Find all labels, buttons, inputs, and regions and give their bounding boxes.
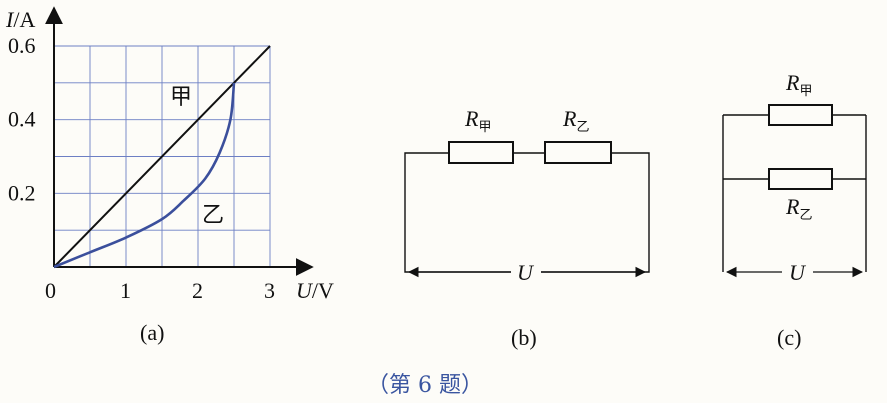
series-yi-curve xyxy=(53,82,236,269)
x-tick-label: 2 xyxy=(192,278,203,303)
x-tick-labels: 1 2 3 xyxy=(120,278,275,303)
voltage-label-b: U xyxy=(517,260,535,285)
voltage-label-c: U xyxy=(789,260,807,285)
caption-a: (a) xyxy=(140,320,164,345)
resistor-yi-c xyxy=(768,168,833,190)
resistor-yi-c-label: R乙 xyxy=(785,194,812,223)
x-axis-label: U/V xyxy=(296,278,334,303)
resistor-yi-b-label: R乙 xyxy=(562,106,589,135)
resistor-jia-b xyxy=(448,141,514,164)
series-jia-label: 甲 xyxy=(170,85,192,110)
resistor-jia-c xyxy=(768,104,833,126)
origin-label: 0 xyxy=(45,278,56,303)
x-tick-label: 3 xyxy=(264,278,275,303)
series-circuit-panel: R甲 R乙 U (b) xyxy=(404,106,650,350)
caption-b: (b) xyxy=(511,325,537,350)
y-tick-label: 0.6 xyxy=(8,33,36,58)
voltage-label-gap-c xyxy=(782,262,813,282)
y-axis-label: I/A xyxy=(5,7,35,32)
series-circuit-wire xyxy=(404,152,650,273)
y-tick-labels: 0.2 0.4 0.6 xyxy=(8,33,36,205)
resistor-yi-b xyxy=(544,141,612,164)
series-yi-label: 乙 xyxy=(202,203,224,228)
resistor-jia-c-label: R甲 xyxy=(785,70,812,99)
voltage-label-gap-b xyxy=(511,262,541,282)
parallel-circuit-panel: R甲 R乙 U (c) xyxy=(722,70,867,350)
caption-c: (c) xyxy=(777,325,801,350)
iu-graph-panel: 1 2 3 0.2 0.4 0.6 0 I/A U/V 甲 乙 (a) xyxy=(5,6,334,345)
y-tick-label: 0.4 xyxy=(8,107,36,132)
y-tick-label: 0.2 xyxy=(8,180,36,205)
resistor-jia-b-label: R甲 xyxy=(464,106,491,135)
question-number-footer: （第 6 题） xyxy=(367,373,483,398)
x-tick-label: 1 xyxy=(120,278,131,303)
